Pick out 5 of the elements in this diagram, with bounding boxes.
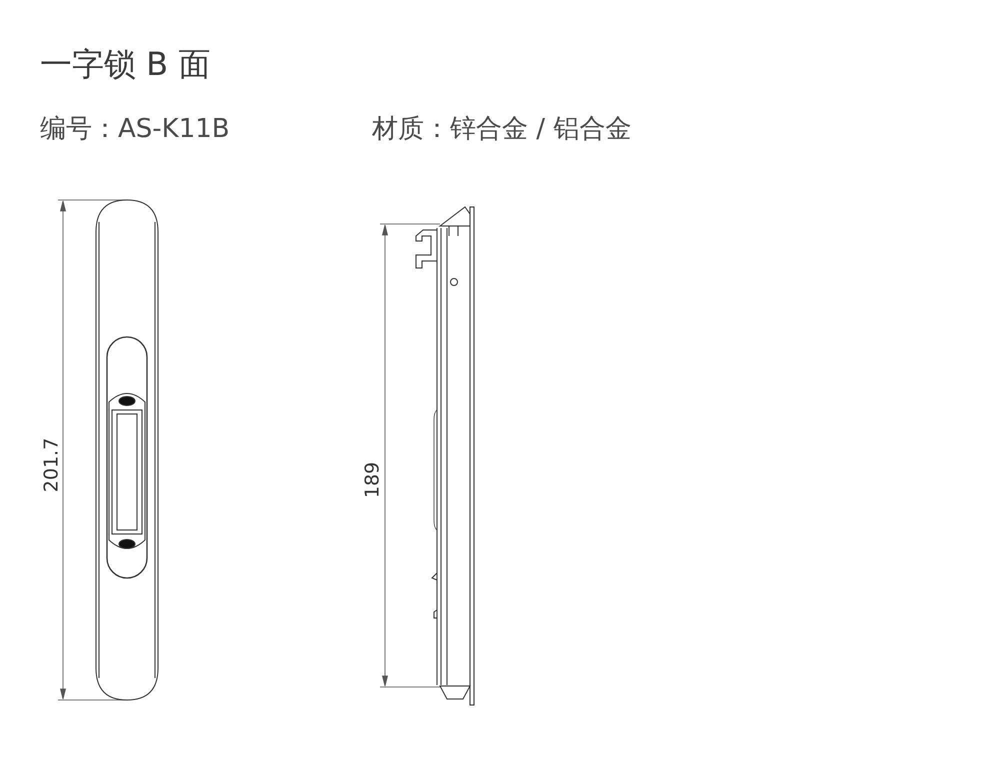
material-note: 材质：锌合金 / 铝合金: [372, 116, 632, 142]
title: 一字锁 B 面: [40, 48, 210, 80]
dimension-label: 189: [364, 462, 382, 498]
dimension-label: 201.7: [42, 438, 62, 492]
part-number: 编号：AS-K11B: [40, 116, 230, 142]
